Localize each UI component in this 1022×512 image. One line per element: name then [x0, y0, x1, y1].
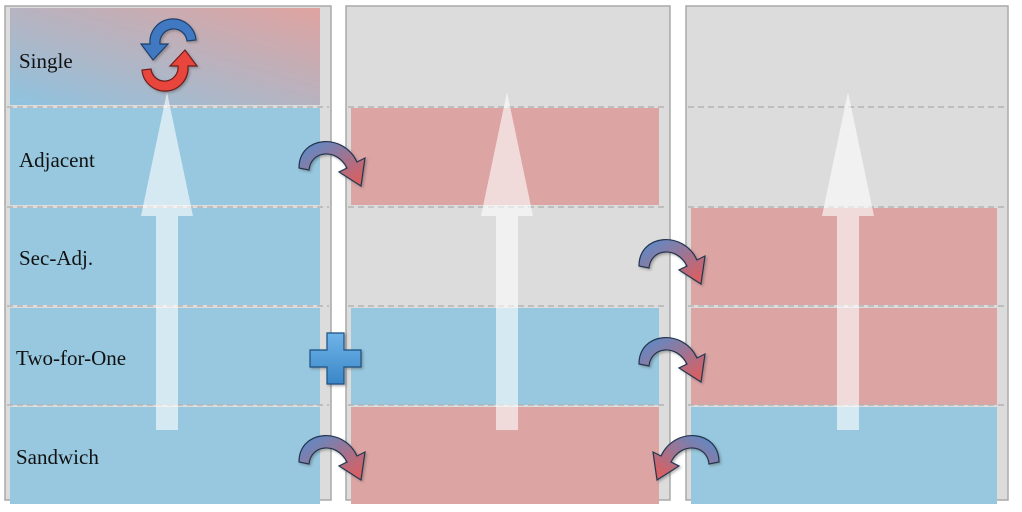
- up-arrow-icon: [141, 92, 193, 430]
- up-arrow-icon: [822, 92, 874, 430]
- curved-arrow-icon: [638, 337, 706, 384]
- row-label-1: Single: [19, 49, 73, 73]
- row-label-3: Sec-Adj.: [19, 246, 93, 270]
- curved-arrow-icon: [298, 435, 366, 482]
- curved-arrow-icon: [638, 239, 706, 286]
- curved-arrow-icon: [298, 141, 366, 188]
- curved-arrow-icon: [652, 435, 720, 482]
- row-label-2: Adjacent: [19, 148, 95, 172]
- up-arrow-icon: [481, 92, 533, 430]
- row-label-5: Sandwich: [16, 445, 99, 469]
- cycle-arrows-icon: [139, 18, 199, 92]
- plus-icon: [309, 332, 362, 385]
- row-label-4: Two-for-One: [16, 346, 126, 370]
